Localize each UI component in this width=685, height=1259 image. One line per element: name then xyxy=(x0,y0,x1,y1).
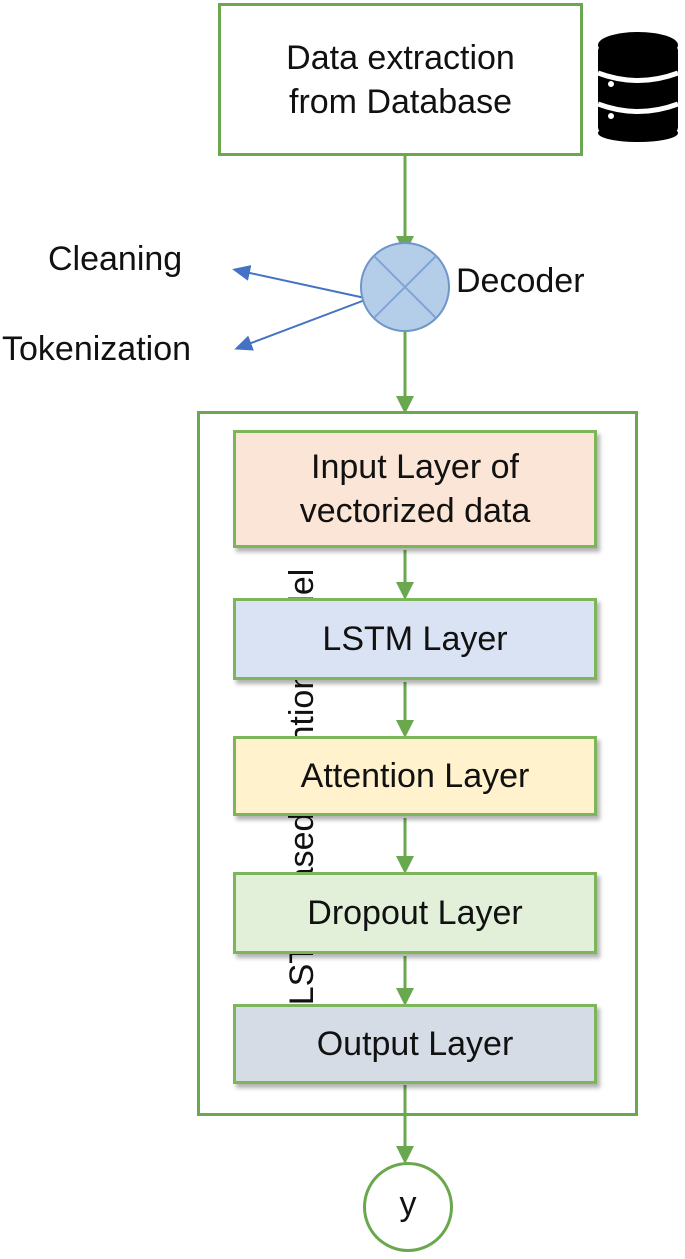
arrow-decoder-to-cleaning xyxy=(232,265,366,299)
attention-layer-box: Attention Layer xyxy=(233,736,597,816)
input-layer-label: Input Layer of vectorized data xyxy=(299,448,531,530)
dropout-layer-label: Dropout Layer xyxy=(307,894,523,932)
output-layer-box: Output Layer xyxy=(233,1004,597,1084)
output-y-node: y xyxy=(363,1162,453,1252)
decoder-label: Decoder xyxy=(456,262,585,300)
lstm-layer-label: LSTM Layer xyxy=(322,620,508,658)
arrow-decoder-to-tokenization xyxy=(234,299,366,351)
attention-model-container xyxy=(197,411,638,1116)
database-icon xyxy=(597,32,679,142)
input-layer-box: Input Layer of vectorized data xyxy=(233,430,597,548)
attention-layer-label: Attention Layer xyxy=(300,757,530,795)
output-layer-label: Output Layer xyxy=(316,1025,514,1063)
cleaning-label: Cleaning xyxy=(48,240,183,278)
data-extraction-label: Data extraction from Database xyxy=(286,38,515,121)
lstm-layer-box: LSTM Layer xyxy=(233,598,597,680)
decoder-node xyxy=(360,242,450,332)
tokenization-label: Tokenization xyxy=(2,330,192,368)
dropout-layer-box: Dropout Layer xyxy=(233,872,597,954)
output-y-label: y xyxy=(399,1184,417,1223)
data-extraction-box: Data extraction from Database xyxy=(218,3,583,156)
